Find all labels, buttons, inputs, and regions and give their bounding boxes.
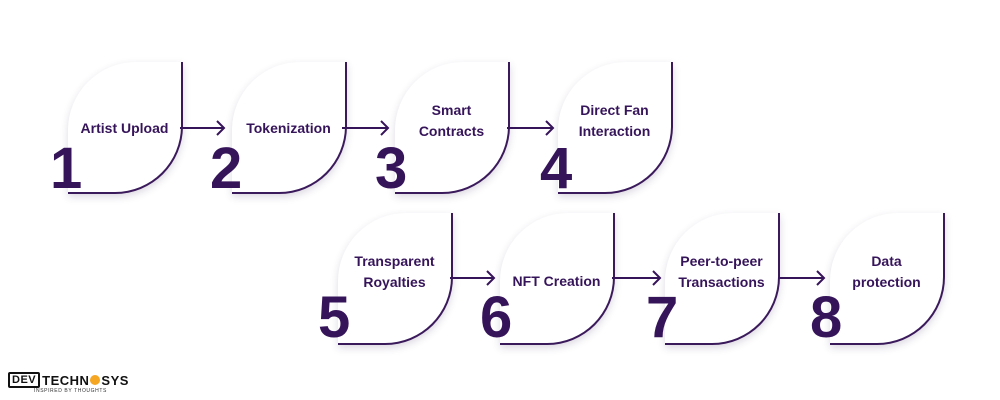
step-card-7: Peer-to-peer Transactions [665,213,780,345]
logo-prefix: DEV [8,372,41,388]
step-number: 7 [646,285,679,350]
logo-tagline: INSPIRED BY THOUGHTS [34,388,107,394]
step-card-4: Direct Fan Interaction [558,62,673,194]
logo-name-part2: SYS [101,372,129,388]
step-label: Data protection [852,253,921,290]
step-label: NFT Creation [512,273,601,289]
arrow-7-to-8 [778,270,826,286]
company-logo: DEV TECHN SYS INSPIRED BY THOUGHTS [8,372,129,395]
step-number: 2 [210,136,243,201]
step-card-3: Smart Contracts [395,62,510,194]
step-label: Artist Upload [80,120,169,136]
logo-wordmark: DEV TECHN SYS [8,372,129,388]
step-card-2: Tokenization [232,62,347,194]
arrow-3-to-4 [507,120,555,136]
step-number: 4 [540,136,573,201]
logo-name-part1: TECHN [42,372,90,388]
step-card-6: NFT Creation [500,213,615,345]
step-number: 3 [375,136,408,201]
step-label: Peer-to-peer Transactions [678,253,765,290]
arrow-6-to-7 [612,270,662,286]
step-number: 8 [810,285,843,350]
step-label: Direct Fan Interaction [578,102,651,139]
step-card-1: Artist Upload [68,62,183,194]
step-label: Transparent Royalties [354,253,435,290]
step-number: 6 [480,285,513,350]
arrow-2-to-3 [342,120,390,136]
step-number: 5 [318,285,351,350]
arrow-1-to-2 [180,120,226,136]
step-card-5: Transparent Royalties [338,213,453,345]
arrow-5-to-6 [450,270,496,286]
step-label: Tokenization [246,120,331,136]
step-number: 1 [50,136,83,201]
step-label: Smart Contracts [418,102,485,139]
step-card-8: Data protection [830,213,945,345]
logo-o-icon [90,375,101,385]
